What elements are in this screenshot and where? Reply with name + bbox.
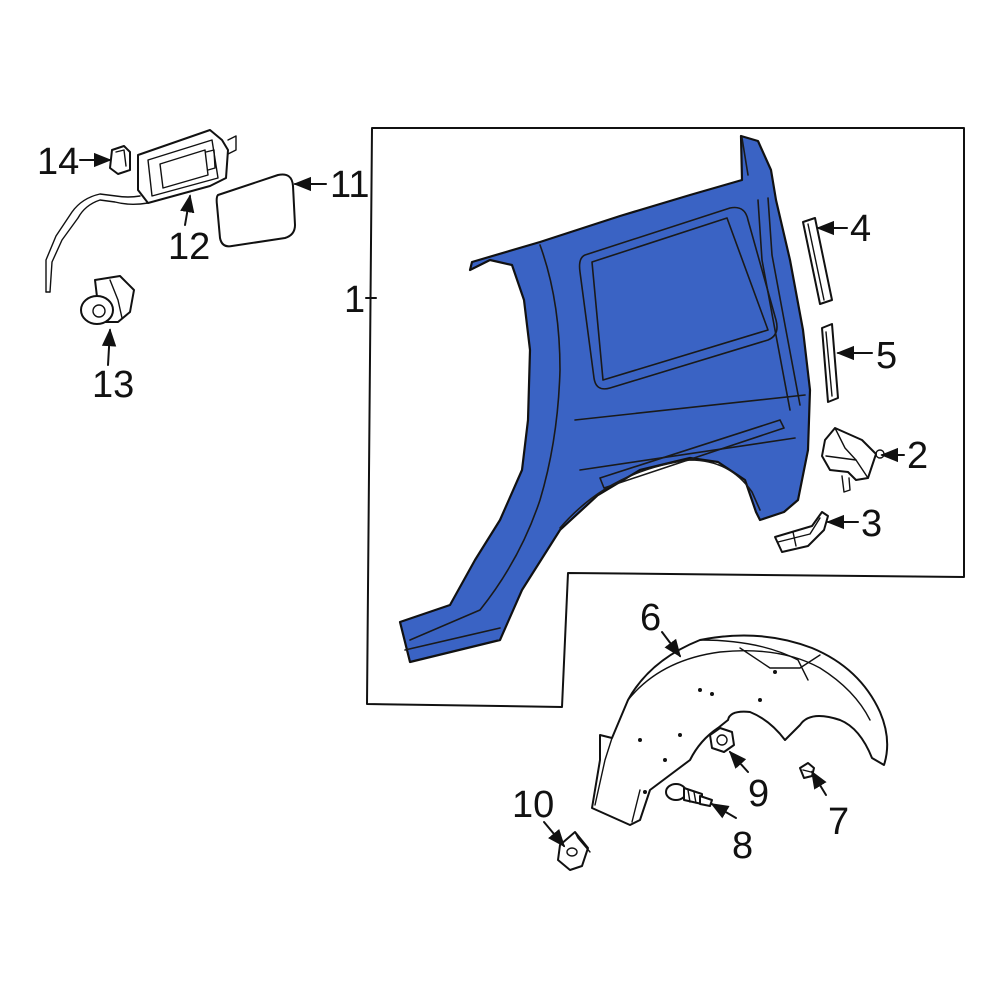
callout-8: 8 xyxy=(732,825,753,867)
leader-lines xyxy=(79,152,905,848)
part-12-fuel-door-housing[interactable] xyxy=(45,129,237,293)
assembly-group-frame xyxy=(366,127,965,708)
callout-5: 5 xyxy=(876,335,897,377)
callout-3: 3 xyxy=(861,503,882,545)
callout-4: 4 xyxy=(850,208,871,250)
callout-9: 9 xyxy=(748,773,769,815)
part-10-bracket[interactable] xyxy=(557,831,591,871)
part-5-seal[interactable] xyxy=(821,323,839,403)
part-3-reinforcement[interactable] xyxy=(774,511,829,553)
part-2-bracket[interactable] xyxy=(821,427,885,493)
quarter-panel[interactable] xyxy=(398,134,812,664)
part-7-clip[interactable] xyxy=(799,762,815,779)
callout-7: 7 xyxy=(828,801,849,843)
callout-12: 12 xyxy=(168,226,210,268)
callout-10: 10 xyxy=(512,784,554,826)
callout-labels: 1 2 3 4 5 6 7 8 9 10 11 12 13 14 xyxy=(37,141,928,867)
part-8-push-pin[interactable] xyxy=(665,783,713,807)
part-13-grommet[interactable] xyxy=(80,275,135,325)
part-9-nut[interactable] xyxy=(709,727,735,753)
part-11-fuel-door[interactable] xyxy=(215,173,296,248)
callout-1: 1 xyxy=(344,279,365,321)
callout-2: 2 xyxy=(907,435,928,477)
callout-6: 6 xyxy=(640,597,661,639)
part-14-clip[interactable] xyxy=(109,145,131,175)
part-4-trim-strip[interactable] xyxy=(802,217,833,305)
callout-11: 11 xyxy=(330,164,369,206)
callout-14: 14 xyxy=(37,141,79,183)
part-6-fender-liner[interactable] xyxy=(591,634,889,826)
callout-13: 13 xyxy=(92,364,134,406)
